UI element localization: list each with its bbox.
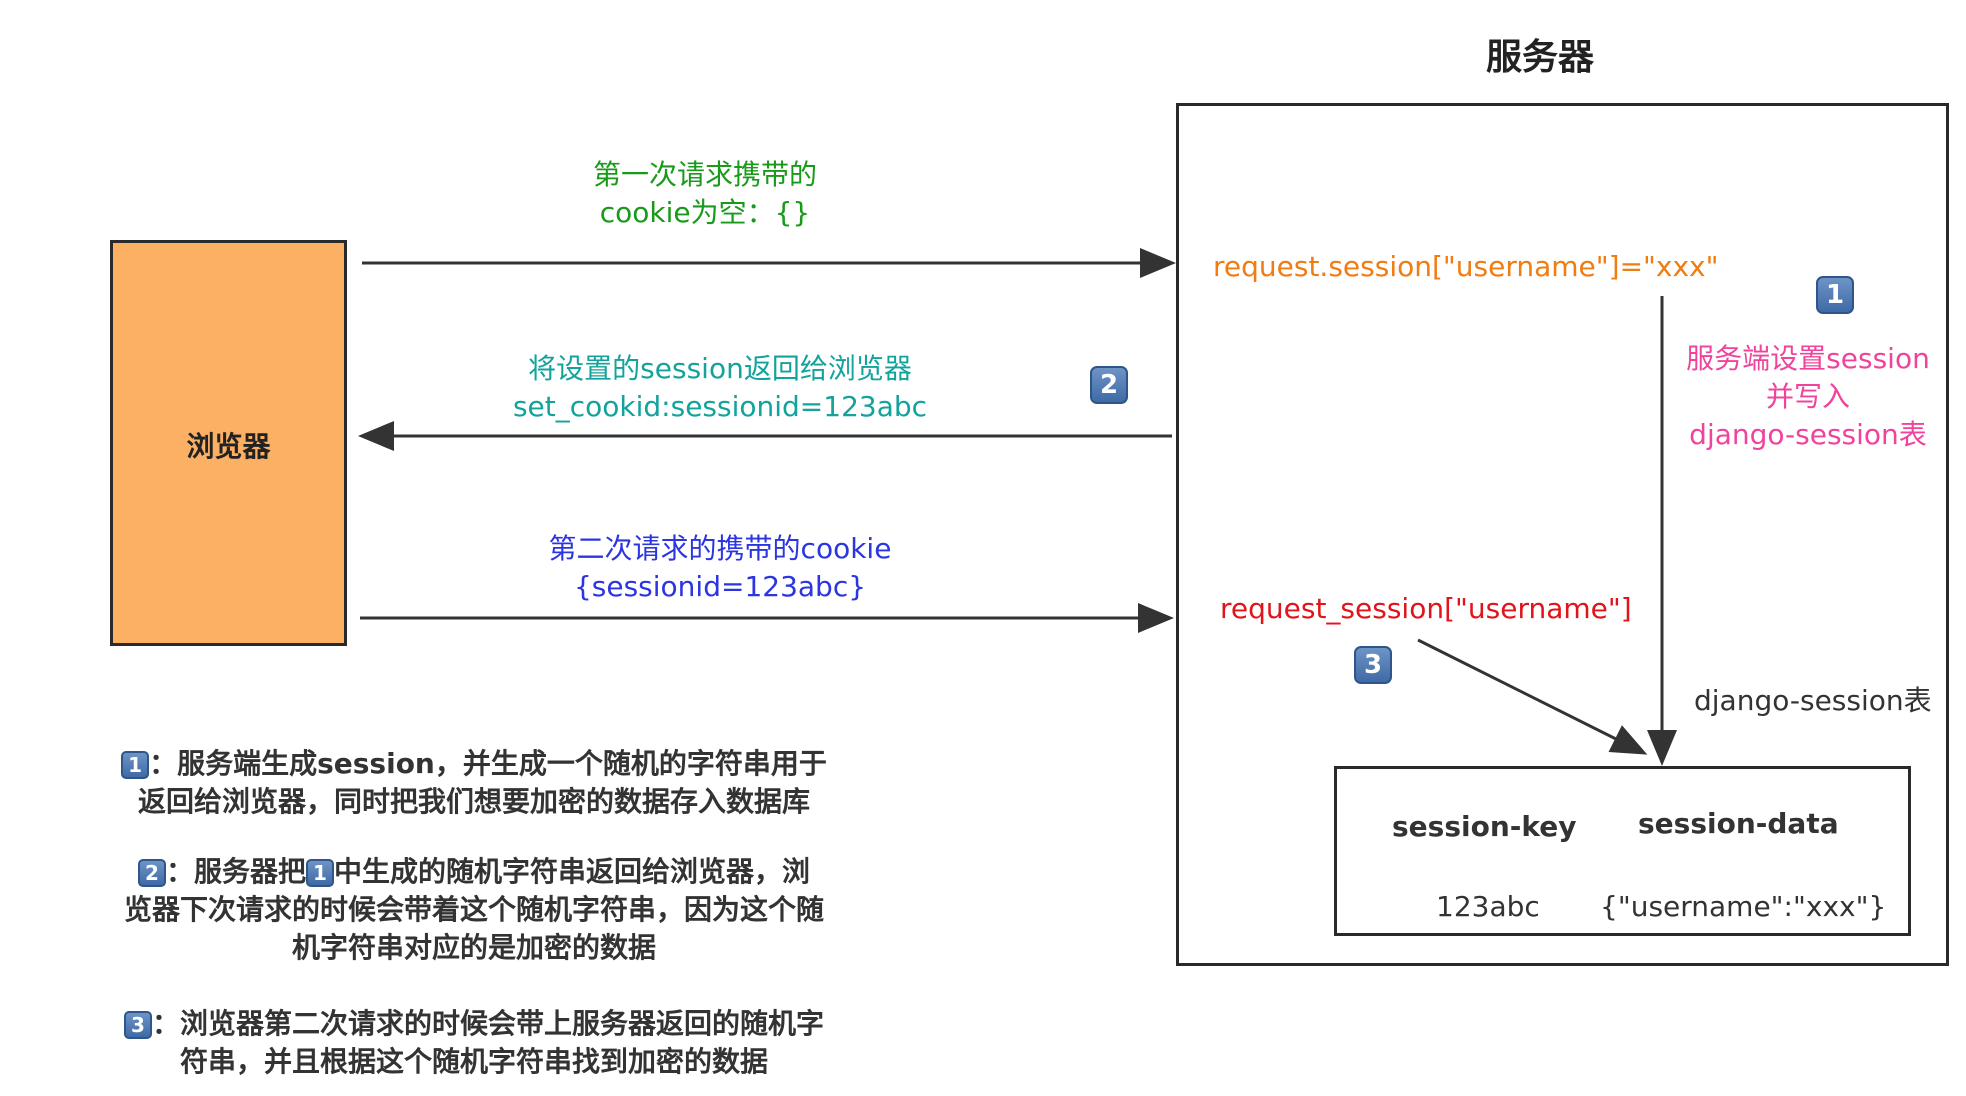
second-request-label: 第二次请求的携带的cookie {sessionid=123abc} [520, 530, 920, 606]
note-one: 1：服务端生成session，并生成一个随机的字符串用于 返回给浏览器，同时把我… [84, 745, 864, 821]
note-two-line-3: 机字符串对应的是加密的数据 [291, 931, 656, 964]
first-request-line-1: 第一次请求携带的 [592, 158, 817, 191]
session-set-note: 服务端设置session 并写入 django-session表 [1668, 340, 1948, 454]
note-two-inline-badge: 1 [306, 859, 334, 887]
browser-box [110, 240, 347, 646]
session-table [1334, 766, 1911, 936]
note-two-line-1b: 中生成的随机字符串返回给浏览器，浏 [334, 855, 811, 888]
badge-one: 1 [1816, 276, 1854, 314]
badge-two: 2 [1090, 366, 1128, 404]
table-header-data: session-data [1638, 807, 1839, 840]
note-one-line-1: ：服务端生成session，并生成一个随机的字符串用于 [149, 747, 827, 780]
table-title: django-session表 [1694, 684, 1932, 717]
return-session-line-2: set_cookid:sessionid=123abc [512, 390, 928, 423]
note-two-badge: 2 [137, 859, 166, 887]
first-request-label: 第一次请求携带的 cookie为空：{} [540, 156, 870, 232]
session-set-note-line-1: 服务端设置session [1686, 342, 1930, 375]
second-request-line-1: 第二次请求的携带的cookie [548, 532, 892, 565]
second-request-line-2: {sessionid=123abc} [573, 570, 867, 603]
return-session-line-1: 将设置的session返回给浏览器 [528, 352, 912, 385]
note-two-line-1a: ：服务器把 [165, 855, 306, 888]
session-set-code: request.session["username"]="xxx" [1213, 250, 1719, 283]
badge-three: 3 [1354, 646, 1392, 684]
table-cell-key: 123abc [1436, 890, 1540, 923]
note-two-line-2: 览器下次请求的时候会带着这个随机字符串，因为这个随 [123, 893, 824, 926]
note-three-line-2: 符串，并且根据这个随机字符串找到加密的数据 [179, 1045, 768, 1078]
session-get-code: request_session["username"] [1220, 592, 1632, 625]
server-box [1176, 103, 1949, 966]
first-request-line-2: cookie为空：{} [599, 196, 811, 229]
session-set-note-line-2: 并写入 [1765, 380, 1850, 413]
note-three-badge: 3 [123, 1011, 152, 1039]
return-session-label: 将设置的session返回给浏览器 set_cookid:sessionid=1… [500, 350, 940, 426]
server-title: 服务器 [1485, 37, 1594, 78]
browser-label: 浏览器 [186, 430, 271, 463]
arrow-read-table [1417, 638, 1648, 755]
session-set-note-line-3: django-session表 [1689, 418, 1927, 451]
note-one-line-2: 返回给浏览器，同时把我们想要加密的数据存入数据库 [137, 785, 810, 818]
note-three-line-1: ：浏览器第二次请求的时候会带上服务器返回的随机字 [151, 1007, 824, 1040]
table-cell-data: {"username":"xxx"} [1600, 890, 1887, 923]
note-one-badge: 1 [121, 751, 150, 779]
table-header-key: session-key [1392, 810, 1577, 843]
note-three: 3：浏览器第二次请求的时候会带上服务器返回的随机字 符串，并且根据这个随机字符串… [84, 1005, 864, 1081]
